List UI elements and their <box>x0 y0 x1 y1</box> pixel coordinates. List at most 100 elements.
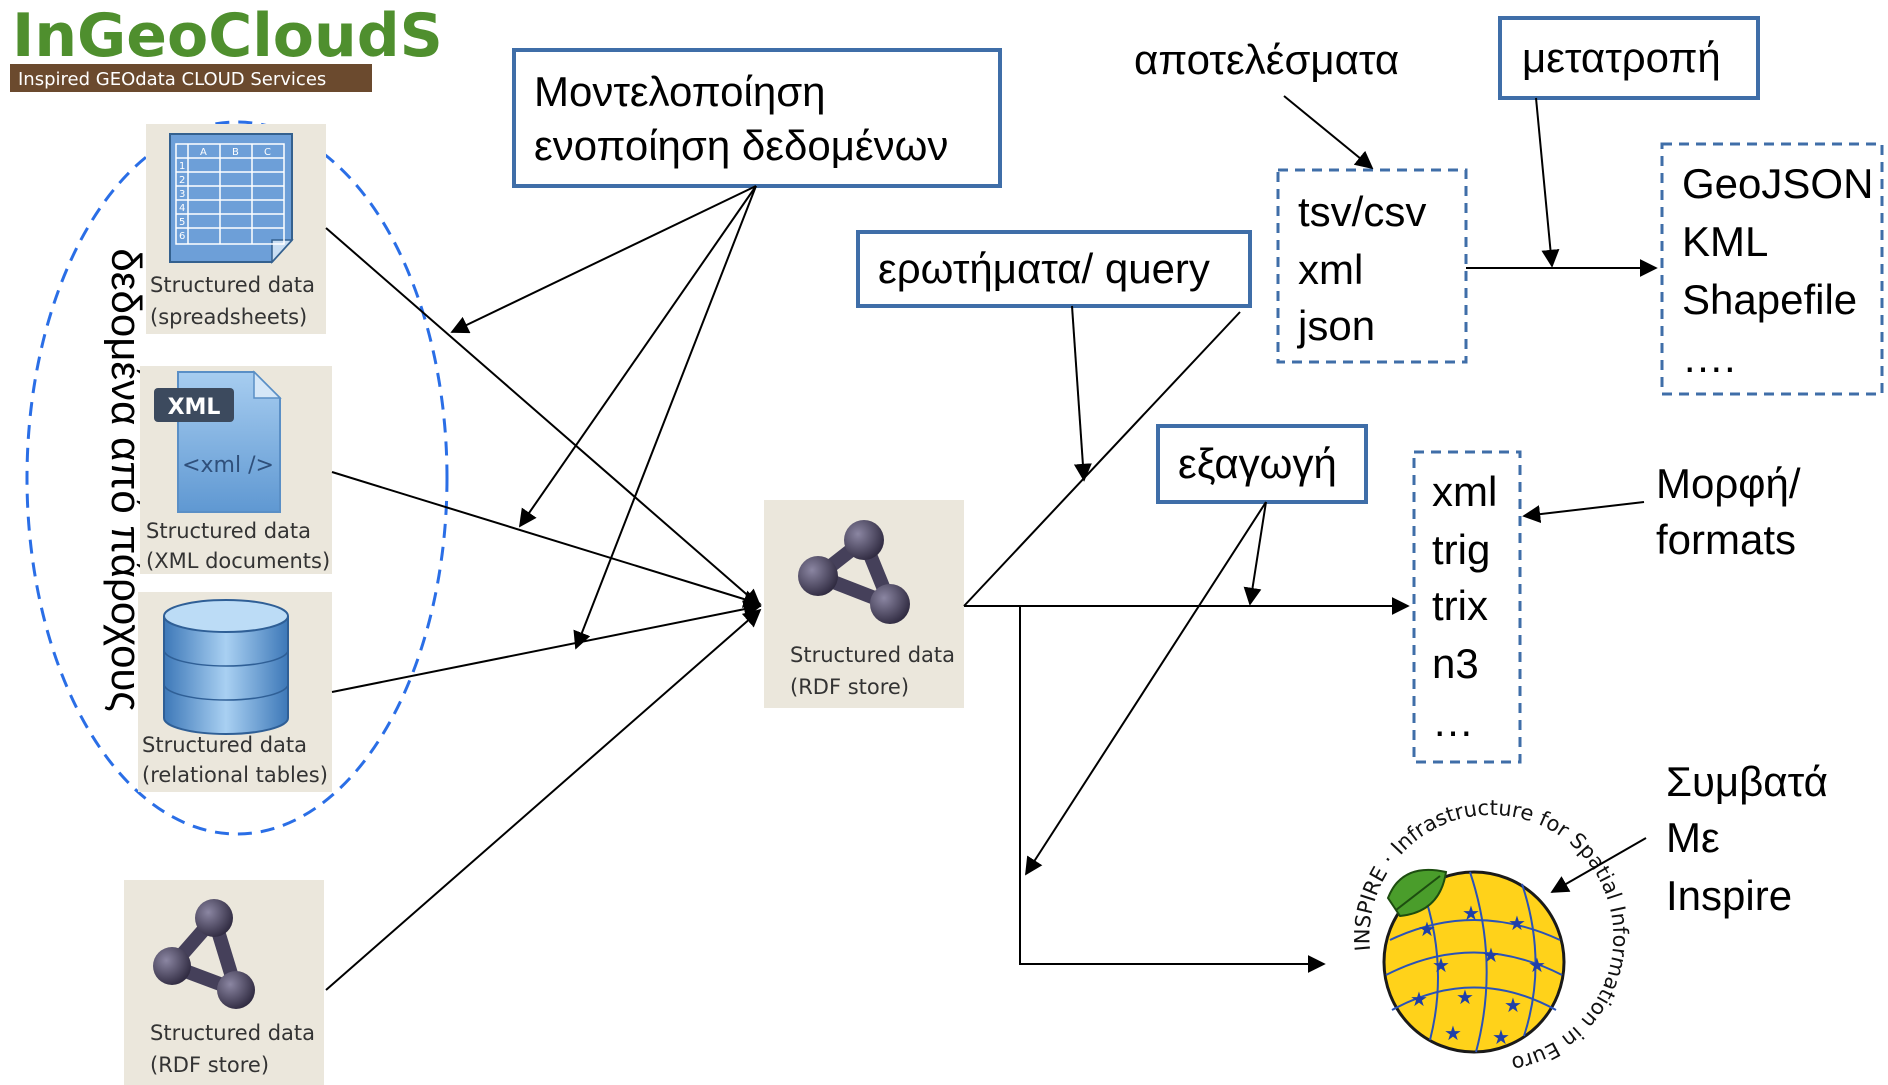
inspire-globe <box>1382 870 1566 1054</box>
export-item: n3 <box>1432 640 1479 687</box>
source-xml: XML <xml /> Structured data (XML documen… <box>140 366 332 574</box>
svg-text:★: ★ <box>1432 953 1450 977</box>
sheet-col-label: B <box>232 147 239 158</box>
svg-text:★: ★ <box>1492 1025 1510 1049</box>
source-relational: Structured data (relational tables) <box>138 592 332 792</box>
arrow-results-label <box>1283 95 1374 170</box>
export-label: εξαγωγή <box>1178 440 1337 487</box>
source-rdf: Structured data (RDF store) <box>124 880 324 1085</box>
export-box: εξαγωγή <box>1156 424 1368 504</box>
arrow-modeling-to-xml-link <box>518 185 757 528</box>
source-caption-line2: (spreadsheets) <box>150 305 307 329</box>
export-formats-box: xml trig trix n3 … <box>1412 450 1522 764</box>
svg-text:★: ★ <box>1456 985 1474 1009</box>
arrow-export-to-inspire-link <box>1025 501 1267 876</box>
export-item: … <box>1432 698 1474 745</box>
arrow-formats-label <box>1522 501 1645 524</box>
formats-label-line2: formats <box>1656 516 1796 563</box>
export-item: trig <box>1432 526 1490 573</box>
arrow-modeling-to-relational-link <box>573 185 757 650</box>
conversion-item: KML <box>1682 218 1768 265</box>
xml-badge: XML <box>168 395 221 420</box>
svg-text:★: ★ <box>1482 943 1500 967</box>
modeling-line2: ενοποίηση δεδομένων <box>534 122 948 169</box>
conversion-label: μετατροπή <box>1522 34 1721 81</box>
rdf-graph-icon <box>798 520 910 624</box>
connectors <box>325 95 1658 991</box>
export-formats-frame <box>1412 450 1522 764</box>
results-frame <box>1276 168 1468 364</box>
sheet-row-label: 4 <box>179 203 185 214</box>
inspire-label-line2: Με <box>1666 814 1720 861</box>
results-item: tsv/csv <box>1298 188 1426 235</box>
conversion-frame <box>1498 16 1760 100</box>
svg-text:★: ★ <box>1462 901 1480 925</box>
logo-banner <box>10 64 372 92</box>
modeling-box: Μοντελοποίηση ενοποίηση δεδομένων <box>512 48 1002 188</box>
spreadsheet-icon: A B C 1 2 3 4 5 6 <box>169 133 294 264</box>
svg-text:★: ★ <box>1528 953 1546 977</box>
xml-document-icon: XML <xml /> <box>154 370 282 513</box>
source-spreadsheets: A B C 1 2 3 4 5 6 Structured data (sprea… <box>146 124 326 334</box>
query-frame <box>856 230 1252 308</box>
source-caption-line1: Structured data <box>150 273 315 297</box>
sheet-col-label: C <box>264 147 271 158</box>
arrow-rdf-to-store <box>325 608 762 991</box>
source-caption-line1: Structured data <box>142 733 307 757</box>
arrow-relational-to-store <box>331 600 762 693</box>
logo-subtitle: Inspired GEOdata CLOUD Services <box>18 69 326 90</box>
conversion-item: GeoJSON <box>1682 160 1873 207</box>
sheet-row-label: 1 <box>179 161 185 172</box>
conversion-box: μετατροπή <box>1498 16 1760 100</box>
arrow-query-to-link <box>1071 305 1092 482</box>
arrow-spreadsheets-to-store <box>325 227 762 608</box>
source-caption-line1: Structured data <box>150 1021 315 1045</box>
source-caption-line1: Structured data <box>146 519 311 543</box>
svg-text:★: ★ <box>1508 911 1526 935</box>
providers-ellipse <box>25 120 449 836</box>
conversion-item: Shapefile <box>1682 276 1857 323</box>
conversion-formats-frame <box>1660 142 1884 396</box>
arrow-inspire-label <box>1550 837 1647 893</box>
svg-text:★: ★ <box>1418 917 1436 941</box>
ingeoclouds-logo: InGeoCloudS Inspired GEOdata CLOUD Servi… <box>10 1 443 92</box>
sheet-row-label: 2 <box>179 175 185 186</box>
results-label: αποτελέσματα <box>1134 36 1399 83</box>
svg-text:★: ★ <box>1444 1021 1462 1045</box>
database-icon <box>163 599 289 735</box>
sheet-row-label: 6 <box>179 231 185 242</box>
rdf-graph-icon <box>153 899 255 1009</box>
line-store-to-results <box>963 311 1241 607</box>
center-caption-line1: Structured data <box>790 643 955 667</box>
arrow-modeling-to-spreadsheets-link <box>450 185 757 334</box>
conversion-formats-box: GeoJSON KML Shapefile …. <box>1660 142 1884 396</box>
source-caption-line2: (RDF store) <box>150 1053 269 1077</box>
sheet-row-label: 5 <box>179 217 185 228</box>
inspire-label-line1: Συμβατά <box>1666 758 1828 805</box>
inspire-label-line3: Inspire <box>1666 872 1792 919</box>
export-item: xml <box>1432 468 1497 515</box>
results-item: json <box>1296 302 1375 349</box>
center-caption-line2: (RDF store) <box>790 675 909 699</box>
arrow-xml-to-store <box>331 471 762 608</box>
conversion-item: …. <box>1682 334 1736 381</box>
arrow-store-to-inspire <box>1019 606 1326 973</box>
xml-tag: <xml /> <box>182 453 274 478</box>
formats-label-line1: Μορφή/ <box>1656 460 1801 507</box>
svg-text:★: ★ <box>1410 987 1428 1011</box>
export-item: trix <box>1432 582 1488 629</box>
query-label: ερωτήματα/ query <box>878 245 1210 292</box>
source-caption-line2: (XML documents) <box>146 549 330 573</box>
sheet-row-label: 3 <box>179 189 185 200</box>
arrow-export-to-output <box>1243 501 1267 606</box>
arrow-conversion-label <box>1535 97 1560 268</box>
query-box: ερωτήματα/ query <box>856 230 1252 308</box>
logo-title: InGeoCloudS <box>12 1 443 71</box>
results-item: xml <box>1298 246 1363 293</box>
modeling-frame <box>512 48 1002 188</box>
central-rdf-store: Structured data (RDF store) <box>764 500 964 708</box>
sheet-col-label: A <box>200 147 207 158</box>
source-caption-line2: (relational tables) <box>142 763 328 787</box>
results-box: tsv/csv xml json <box>1276 168 1468 364</box>
